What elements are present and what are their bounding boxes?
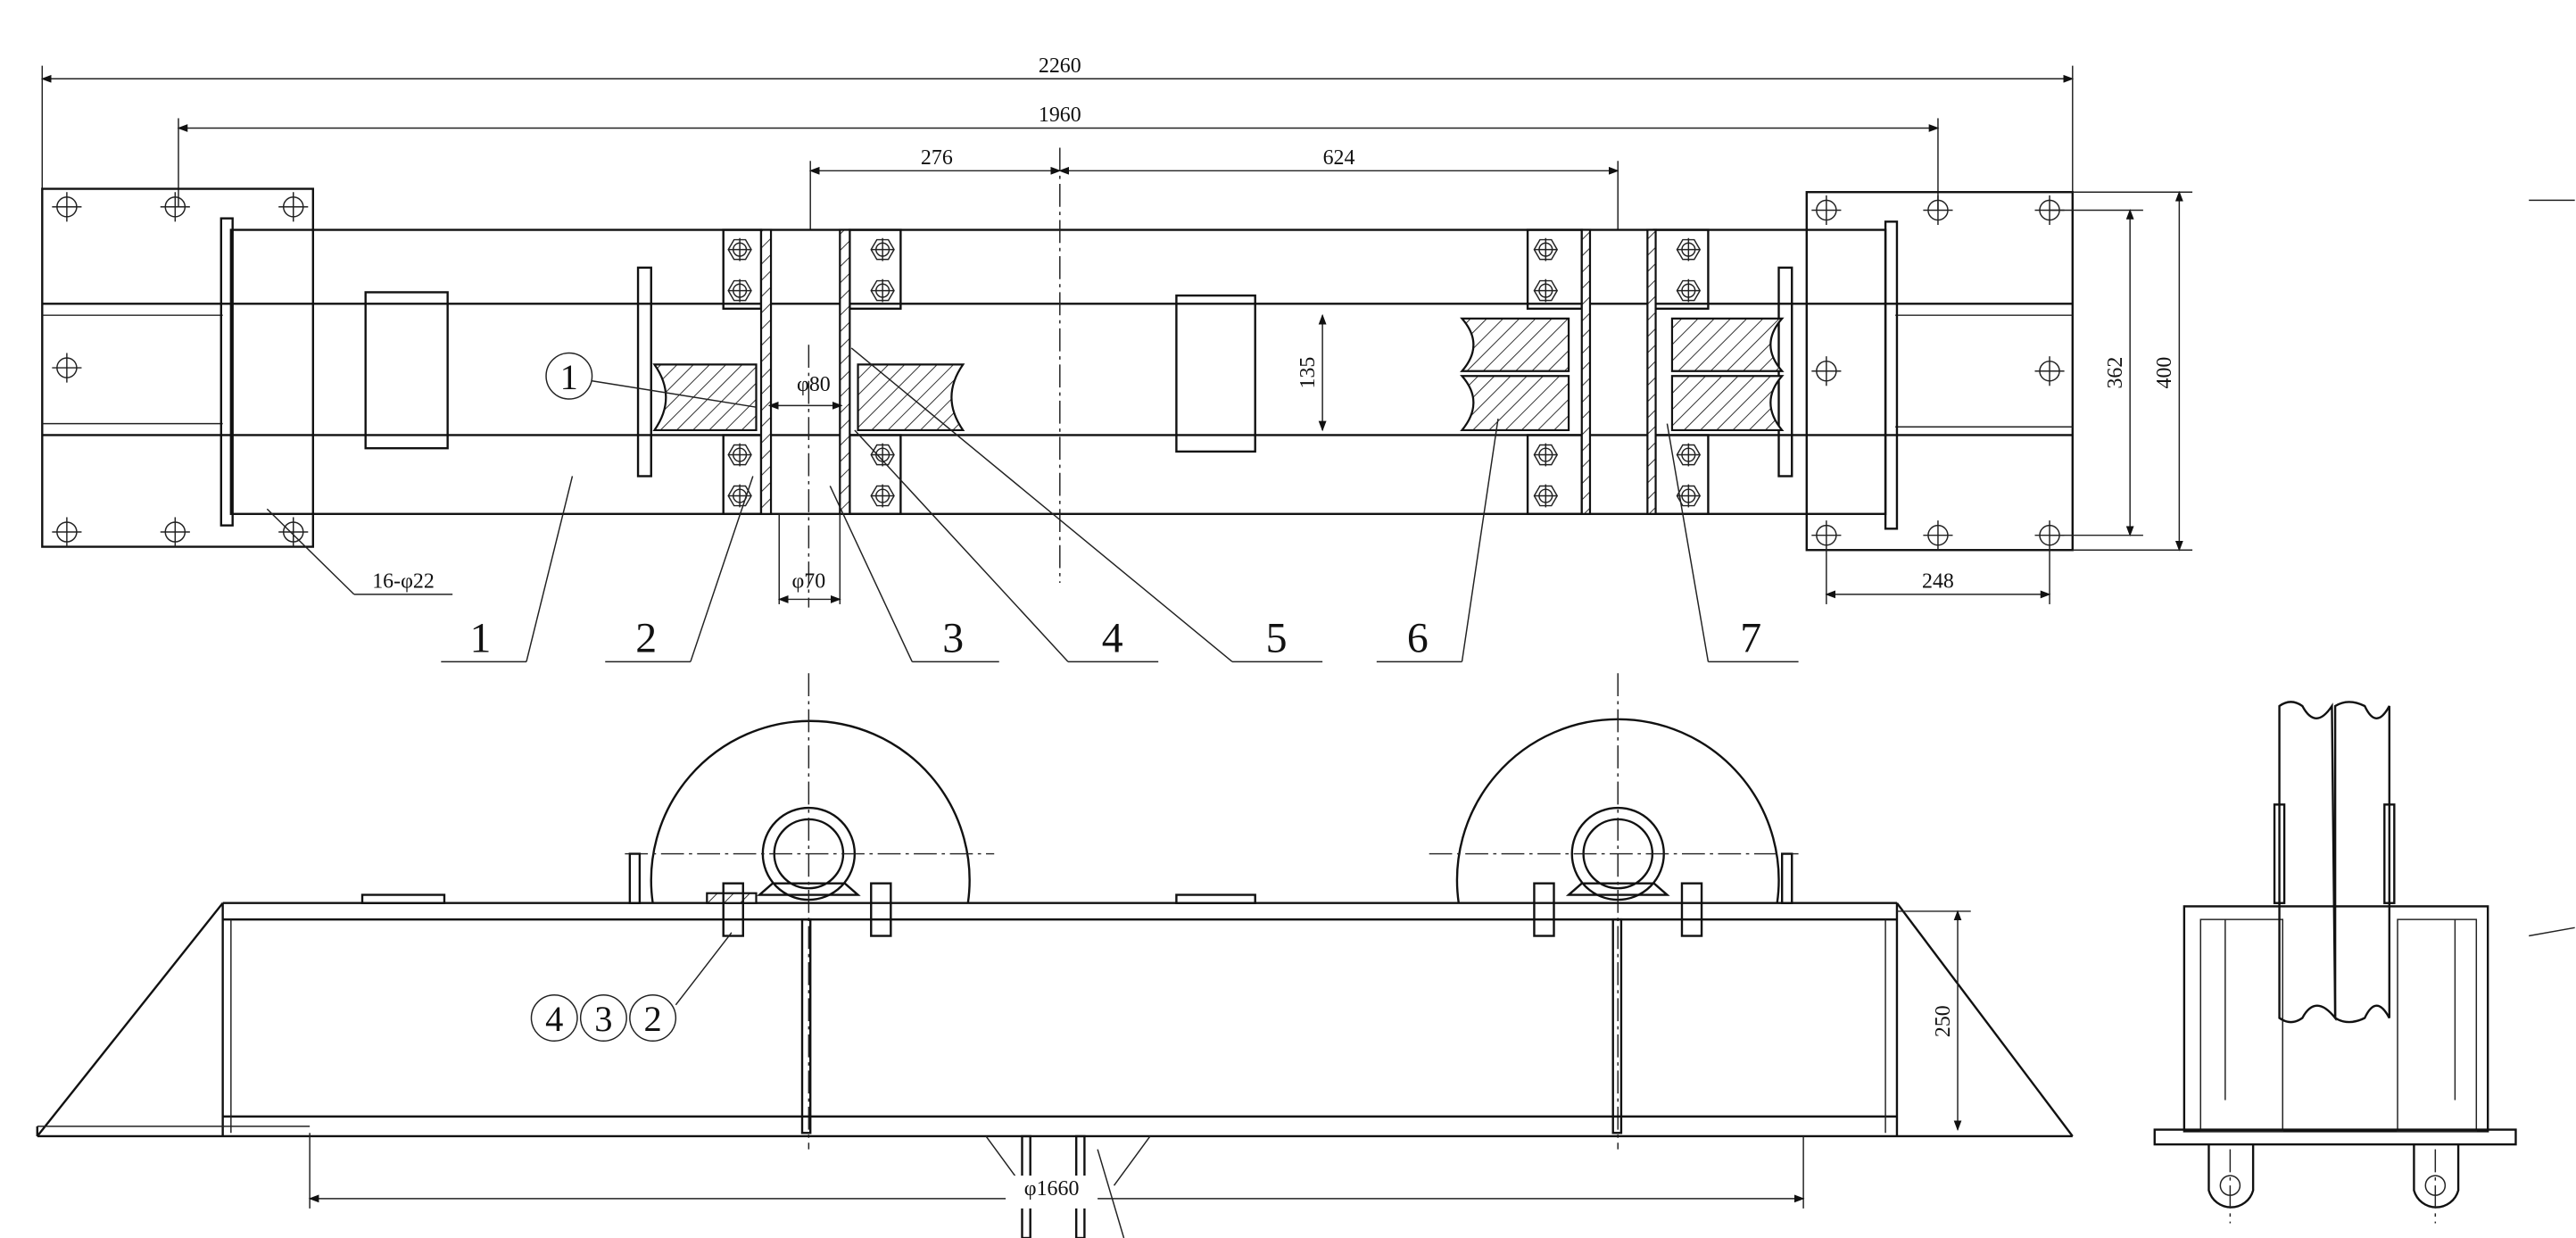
part-label-5: 5	[1266, 614, 1288, 661]
frame	[36, 852, 2074, 1138]
bolt-hole-note: 16-φ22	[266, 508, 453, 595]
callout-1: 1	[545, 352, 757, 408]
dim-plate-inner: 362	[2104, 357, 2127, 389]
right-bearing-assembly	[1460, 228, 1785, 515]
dim-plate-width: 400	[2153, 357, 2176, 389]
main-beam	[229, 228, 1887, 515]
dimension-phi1660: φ1660	[308, 1133, 1805, 1209]
dimension-phi70: φ70	[777, 570, 841, 603]
dim-pulley-gap: 135	[1296, 357, 1320, 389]
callout-432: 4 3 2	[530, 932, 733, 1042]
top-view: 2260 1960 276 624	[40, 54, 2193, 663]
dim-offset-left: 276	[921, 146, 953, 170]
right-base-plate	[1805, 191, 2074, 552]
dimension-400: 400	[2072, 190, 2193, 552]
dimension-276-624: 276 624	[808, 146, 1619, 230]
svg-text:2: 2	[643, 999, 661, 1039]
left-base-plate	[41, 187, 315, 548]
side-view	[2153, 199, 2575, 1224]
side-pulley	[2278, 701, 2337, 1024]
stiffener-block	[364, 291, 449, 450]
part-label-6: 6	[1407, 614, 1429, 661]
dimension-phi80: φ80	[767, 373, 843, 410]
wheel-left	[650, 719, 971, 903]
part-label-4: 4	[1102, 614, 1123, 661]
dimension-2260: 2260	[40, 54, 2075, 193]
dimension-248: 248	[1825, 550, 2051, 604]
part-label-1: 1	[470, 614, 492, 661]
dimension-1960: 1960	[177, 104, 1940, 211]
part-label-2: 2	[635, 614, 657, 661]
front-view: 4 3 2 250 φ1660	[36, 673, 2074, 1238]
dim-plate-bolt-spacing: 248	[1922, 570, 1954, 594]
front-bolts	[722, 882, 1703, 937]
dimension-135: 135	[1296, 313, 1327, 432]
svg-text:3: 3	[594, 999, 612, 1039]
dim-wheel-diameter: φ1660	[1024, 1177, 1080, 1201]
part-label-3: 3	[942, 614, 964, 661]
part-labels: 1 2 3 4 5 6 7	[441, 347, 1799, 663]
dim-bolt-span: 1960	[1039, 104, 1081, 127]
dim-offset-right: 624	[1323, 146, 1355, 170]
dim-overall-length: 2260	[1039, 54, 1081, 78]
dimension-362: 362	[2050, 208, 2143, 537]
svg-text:4: 4	[545, 999, 563, 1039]
bolt-hole-spec: 16-φ22	[372, 570, 435, 594]
dim-frame-height: 250	[1932, 1005, 1955, 1037]
svg-text:1: 1	[560, 357, 578, 397]
part-label-7: 7	[1740, 614, 1761, 661]
dimension-250: 250	[1896, 910, 1971, 1132]
stiffener-block	[1175, 294, 1256, 453]
dim-shaft-diameter: φ70	[792, 570, 826, 594]
dim-bearing-diameter: φ80	[797, 373, 831, 396]
